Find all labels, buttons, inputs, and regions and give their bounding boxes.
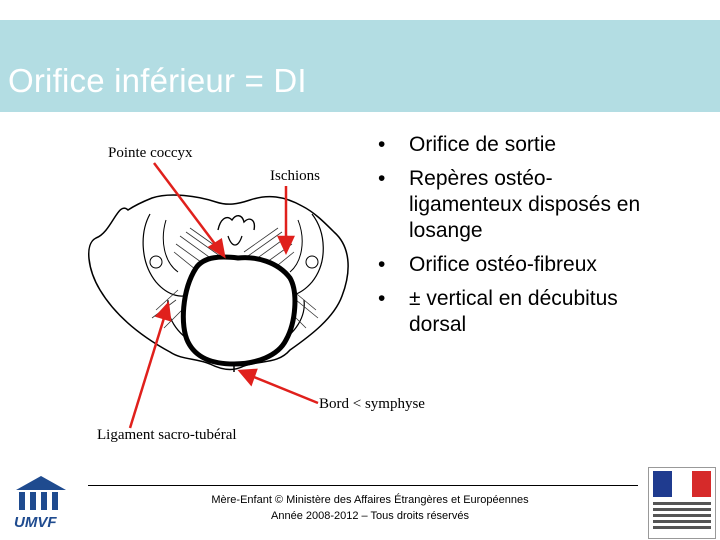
footer-line-1: Mère-Enfant © Ministère des Affaires Étr… — [211, 494, 529, 506]
bullet-item: • Orifice ostéo-fibreux — [378, 252, 708, 278]
left-wing — [142, 213, 193, 297]
bullet-dot: • — [378, 133, 386, 156]
arrow-coccyx — [153, 162, 226, 259]
slide-title: Orifice inférieur = DI — [8, 62, 307, 99]
lower-fibres — [151, 289, 319, 329]
footer-copyright: Mère-Enfant © Ministère des Affaires Étr… — [140, 492, 600, 524]
bullet-text: Orifice ostéo-fibreux — [409, 253, 597, 276]
left-wing-inner — [162, 219, 179, 273]
footer-divider — [88, 485, 638, 486]
bullet-text-line: dorsal — [409, 313, 467, 336]
bullet-item: • ± vertical en décubitus dorsal — [378, 286, 708, 338]
label-ligament-sacro-tuberal: Ligament sacro-tubéral — [97, 427, 237, 443]
bullet-dot: • — [378, 287, 386, 310]
bullet-text-line: losange — [409, 219, 483, 242]
umvf-logo: UMVF — [14, 476, 66, 530]
ministry-logo — [648, 467, 716, 539]
umvf-text: UMVF — [14, 514, 57, 530]
footer-line-2: Année 2008-2012 – Tous droits réservés — [271, 510, 469, 522]
bullet-text-line: Repères ostéo- — [409, 167, 553, 190]
pelvis-outline — [88, 194, 349, 371]
bullet-item: • Orifice de sortie — [378, 132, 708, 158]
arrow-bord — [237, 368, 319, 405]
label-ischions: Ischions — [270, 168, 320, 184]
bullet-item: • Repères ostéo- ligamenteux disposés en… — [378, 166, 708, 244]
arrow-ischions — [277, 186, 295, 255]
french-flag — [653, 471, 711, 497]
bullet-list: • Orifice de sortie • Repères ostéo- lig… — [378, 132, 708, 346]
umvf-roof — [16, 476, 66, 490]
right-wing-inner — [289, 219, 303, 273]
left-ligament-fibres — [173, 227, 225, 279]
bullet-text-line: ligamenteux disposés en — [409, 193, 641, 216]
label-pointe-coccyx: Pointe coccyx — [108, 145, 193, 161]
ministry-emblem-lines — [653, 502, 711, 532]
coccyx-tip — [227, 235, 243, 246]
central-orifice — [180, 254, 298, 367]
left-foramen — [149, 255, 163, 269]
bullet-text: Orifice de sortie — [409, 133, 557, 156]
title-band — [0, 20, 720, 112]
bullet-dot: • — [378, 167, 386, 190]
right-ligament-fibres — [243, 227, 295, 279]
bullet-dot: • — [378, 253, 386, 276]
label-bord-symphyse: Bord < symphyse — [319, 396, 425, 412]
right-foramen — [305, 255, 319, 269]
coccyx — [217, 215, 256, 231]
bullet-text-line: ± vertical en décubitus — [409, 287, 618, 310]
arrow-ligament — [128, 301, 172, 429]
